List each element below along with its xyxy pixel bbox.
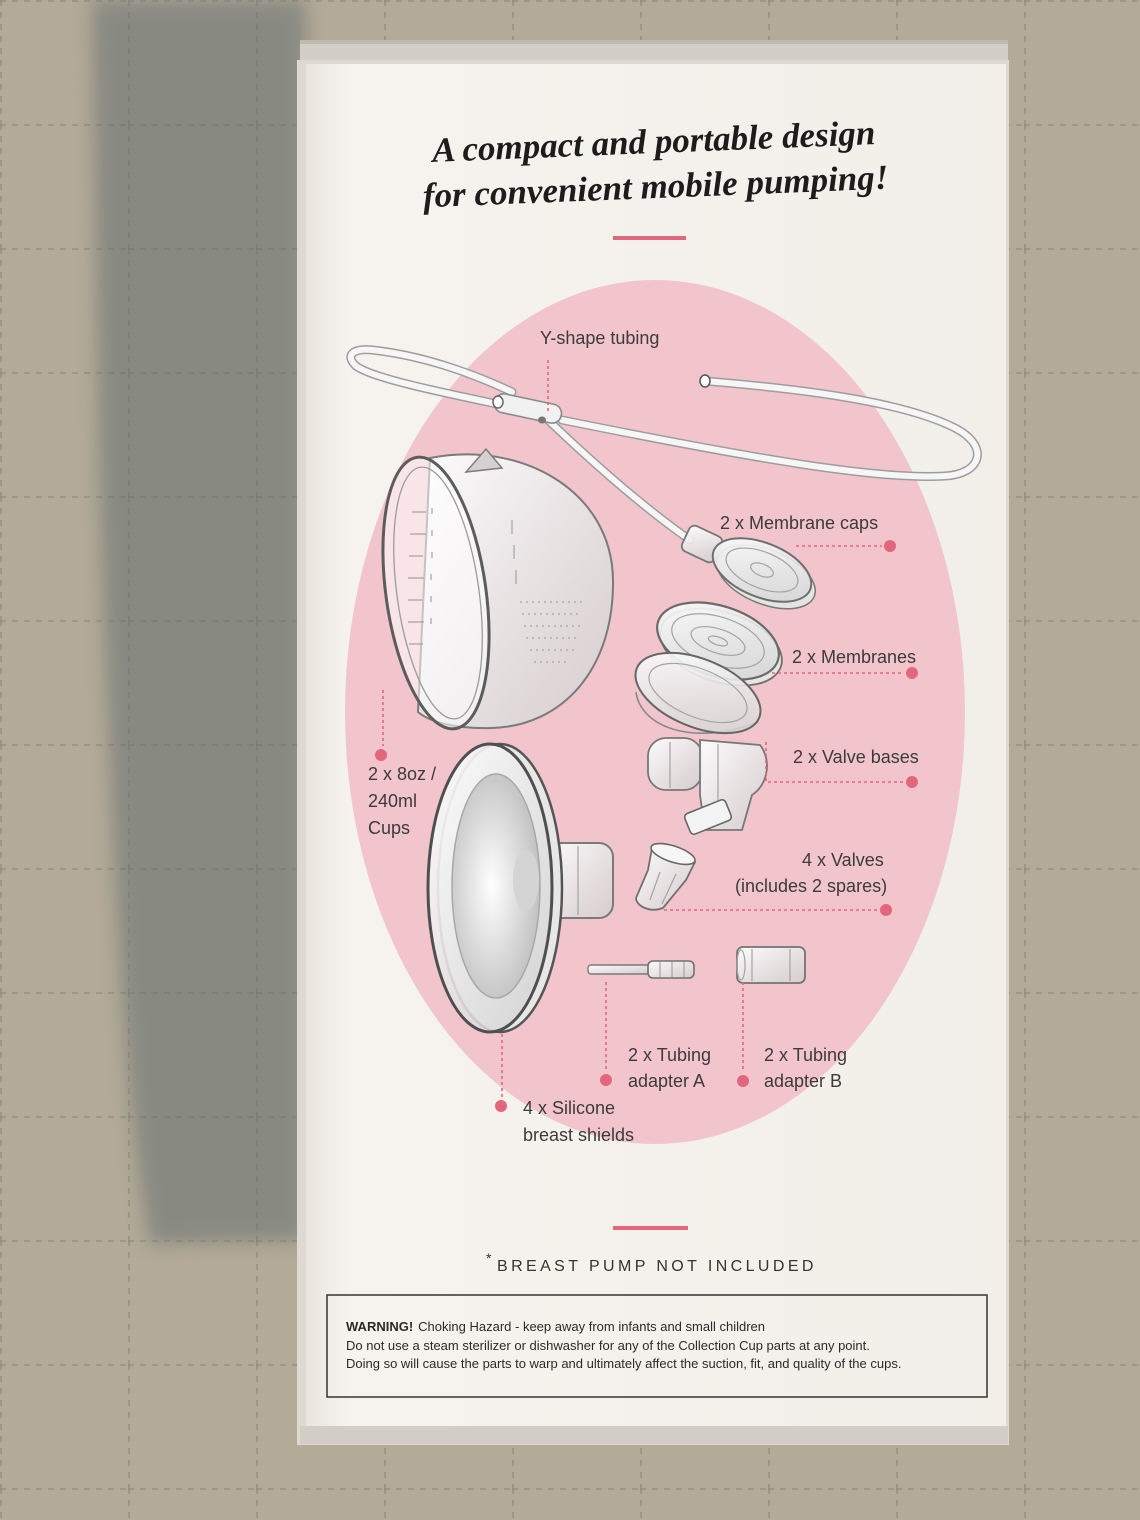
label-cups-line-2: 240ml xyxy=(368,791,417,811)
adapter-a-body xyxy=(647,960,695,979)
label-shields-line-1: 4 x Silicone xyxy=(523,1098,615,1118)
cap-ring xyxy=(725,547,799,593)
label-membranes: 2 x Membranes xyxy=(792,647,916,667)
warning-border xyxy=(326,1294,988,1398)
label-adapter-a-line-2: adapter A xyxy=(628,1071,705,1091)
cup-inner-rim xyxy=(393,466,483,720)
label-adapter-b-line-2: adapter B xyxy=(764,1071,842,1091)
valve-bill-line xyxy=(649,871,677,905)
adapter-b-ribs xyxy=(751,949,791,981)
breast-shield-illustration xyxy=(426,742,614,1034)
membrane-ring-2 xyxy=(690,626,746,656)
tube-open-end xyxy=(699,374,711,388)
leader-line-valve-bases xyxy=(765,742,904,783)
box-shadow xyxy=(92,0,306,1244)
label-valve-bases: 2 x Valve bases xyxy=(793,747,919,767)
warning-line-1-text: Choking Hazard - keep away from infants … xyxy=(418,1319,765,1334)
footnote-text: BREAST PUMP NOT INCLUDED xyxy=(497,1258,817,1275)
leader-dot-membrane-caps xyxy=(884,540,896,552)
label-y-tubing: Y-shape tubing xyxy=(540,328,659,348)
box-bottom-edge xyxy=(300,1426,1008,1444)
leader-dot-valves xyxy=(880,904,892,916)
warning-label: WARNING! xyxy=(346,1319,413,1334)
tube-body xyxy=(347,346,981,543)
warning-box: WARNING! Choking Hazard - keep away from … xyxy=(326,1294,988,1398)
label-valves-line-2: (includes 2 spares) xyxy=(735,876,887,896)
footnote-asterisk: * xyxy=(486,1250,492,1266)
cap-center xyxy=(750,562,774,578)
box-top-edge xyxy=(300,40,1008,44)
label-membrane-caps: 2 x Membrane caps xyxy=(720,513,878,533)
warning-line-3: Doing so will cause the parts to warp an… xyxy=(346,1356,901,1371)
valve-base-cylinder xyxy=(647,737,703,791)
warning-line-1: WARNING! Choking Hazard - keep away from … xyxy=(346,1319,765,1334)
label-adapter-b-line-1: 2 x Tubing xyxy=(764,1045,847,1065)
leader-dot-cups xyxy=(375,749,387,761)
y-connector-end-left xyxy=(492,395,504,409)
divider-top xyxy=(613,236,686,240)
cup-spout xyxy=(464,447,504,473)
tubing-adapter-a-illustration xyxy=(587,960,695,979)
tubing-adapter-b-illustration xyxy=(736,946,806,984)
leader-dot-membranes xyxy=(906,667,918,679)
valve-illustration xyxy=(635,842,697,911)
label-cups-line-1: 2 x 8oz / xyxy=(368,764,436,784)
cup-inner-measurement-marks xyxy=(408,508,433,645)
leader-dot-valve-bases xyxy=(906,776,918,788)
cup-rim xyxy=(381,455,491,731)
cap-disk xyxy=(711,537,813,603)
divider-bottom xyxy=(613,1226,688,1230)
valve-base-illustration xyxy=(634,651,768,836)
valve-top-ring xyxy=(650,842,696,866)
part-labels: Y-shape tubing 2 x Membrane caps 2 x Mem… xyxy=(368,328,919,1145)
label-shields-line-2: breast shields xyxy=(523,1125,634,1145)
adapter-b-end xyxy=(736,949,746,981)
adapter-b-body xyxy=(736,946,806,984)
collection-cup-illustration xyxy=(381,447,615,731)
adapter-a-rod xyxy=(587,964,651,975)
warning-line-2: Do not use a steam sterilizer or dishwas… xyxy=(346,1338,870,1353)
shield-funnel-hole xyxy=(513,850,539,910)
valve-base-ribs xyxy=(669,742,719,800)
y-connector-port xyxy=(538,416,546,424)
leader-dot-adapter-b xyxy=(737,1075,749,1087)
membrane-cap-illustration xyxy=(680,524,817,610)
label-cups-line-3: Cups xyxy=(368,818,410,838)
shield-funnel xyxy=(451,773,541,999)
valve-base-tip xyxy=(683,798,733,836)
adapter-a-ribs xyxy=(659,962,685,977)
valve-base-bowl xyxy=(634,651,762,735)
label-adapter-a-line-1: 2 x Tubing xyxy=(628,1045,711,1065)
cup-side-marks xyxy=(511,520,517,584)
leader-lines xyxy=(375,360,918,1112)
y-tubing-illustration xyxy=(346,345,982,545)
cup-outer-measurement-marks xyxy=(520,601,582,663)
valve-base-bowl-inner xyxy=(648,662,748,724)
label-valves-line-1: 4 x Valves xyxy=(802,850,884,870)
membrane-center xyxy=(707,635,729,647)
leader-dot-adapter-a xyxy=(600,1074,612,1086)
leader-dot-shields xyxy=(495,1100,507,1112)
